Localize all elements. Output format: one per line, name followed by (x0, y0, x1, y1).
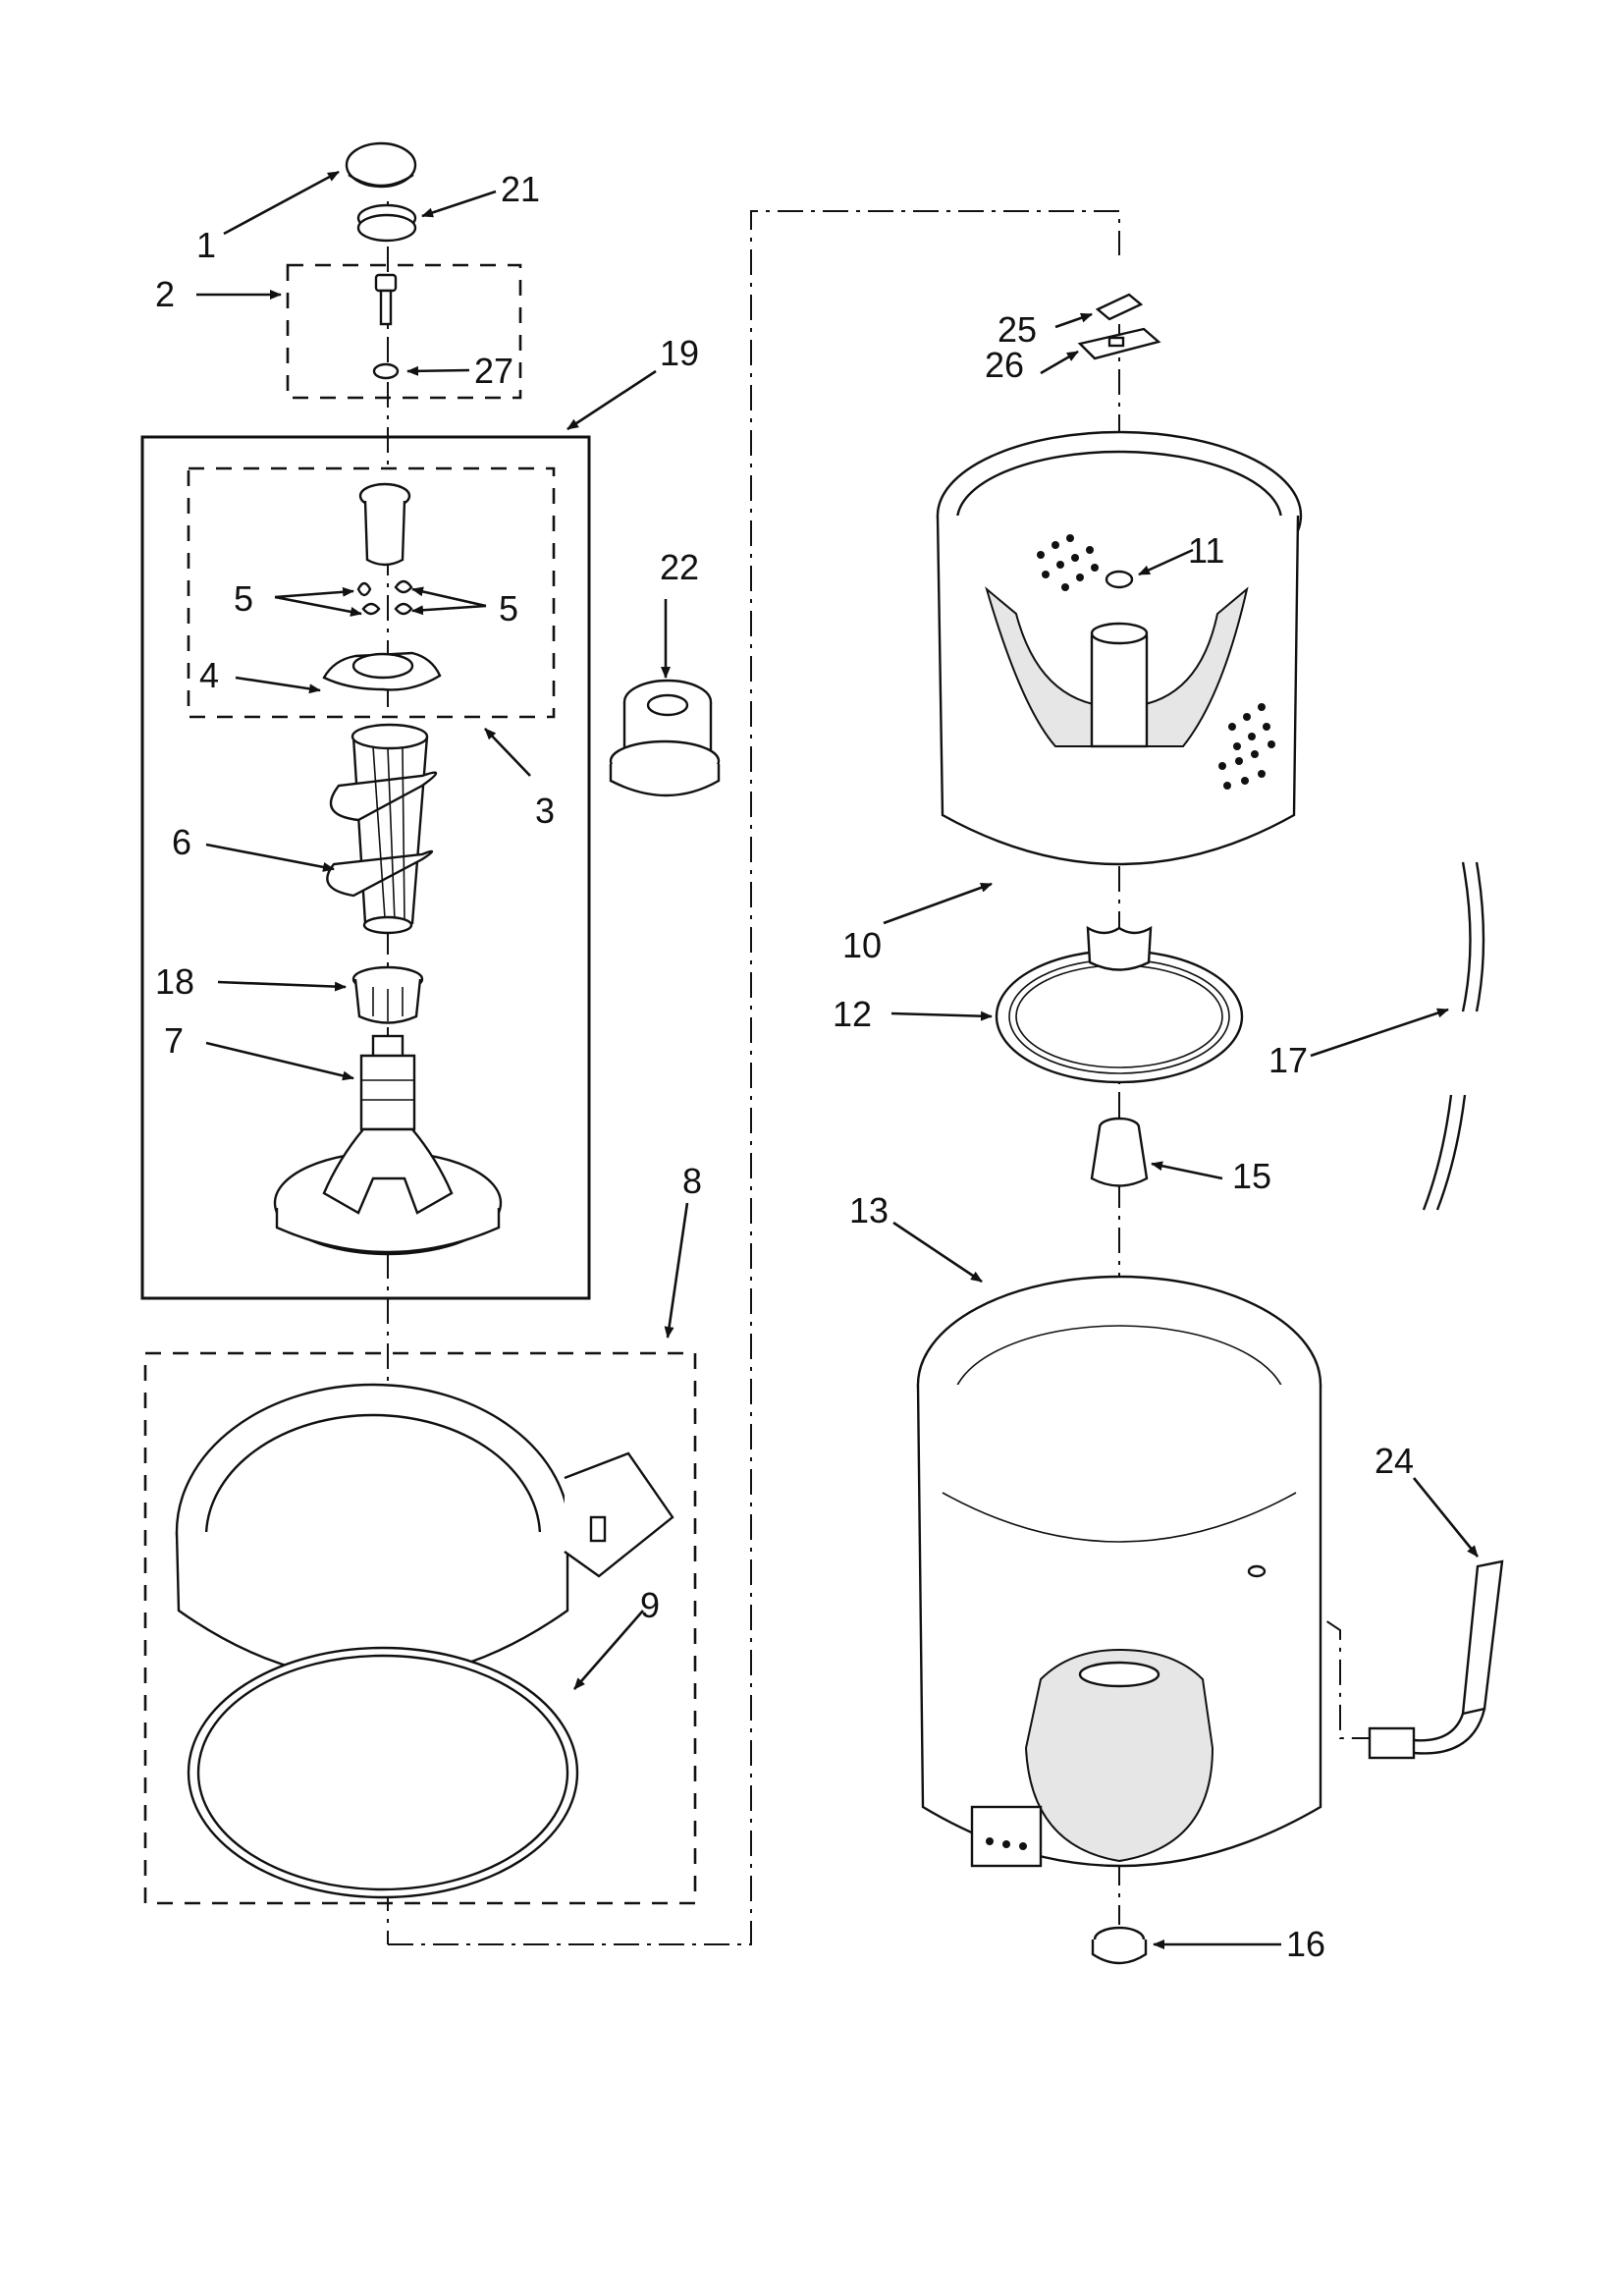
part-outer-tub (916, 1275, 1322, 1868)
part-pressure-hose (1368, 1559, 1504, 1760)
callout-8: 8 (682, 1161, 702, 1201)
part-air-hose (1422, 861, 1485, 1211)
callout-17: 17 (1268, 1040, 1308, 1080)
callout-4: 4 (199, 655, 219, 695)
part-seal-ring (356, 203, 417, 243)
part-tub-ring (175, 1383, 674, 1681)
callout-3: 3 (535, 791, 555, 831)
part-tub-seal (187, 1646, 579, 1899)
callout-12: 12 (833, 994, 872, 1034)
callout-5-right: 5 (499, 588, 518, 629)
callout-26: 26 (985, 345, 1024, 385)
part-bolt (372, 273, 400, 380)
callout-5-left: 5 (234, 578, 253, 619)
part-agitator-cap (345, 141, 417, 189)
part-cam-kit-box (187, 466, 556, 719)
callout-labels: 1 21 2 27 19 5 5 4 3 6 18 7 22 8 9 25 26… (155, 169, 1414, 1964)
part-pulley-seal (609, 679, 721, 797)
callout-7: 7 (164, 1020, 184, 1061)
callout-22: 22 (660, 547, 699, 587)
part-clip (1095, 293, 1144, 321)
callout-18: 18 (155, 961, 194, 1002)
part-agitator-base (273, 1034, 503, 1256)
basket-holes (1037, 534, 1275, 790)
callout-19: 19 (660, 333, 699, 373)
part-dogs (356, 579, 413, 616)
part-bolt-kit-box (286, 263, 522, 400)
callout-11: 11 (1188, 530, 1224, 571)
part-drain-plug (1091, 1926, 1148, 1965)
callout-25: 25 (998, 309, 1037, 350)
callout-2: 2 (155, 274, 175, 314)
part-auger (326, 723, 438, 935)
part-cam-plate (322, 651, 442, 691)
callout-arrows (196, 170, 1480, 1949)
part-drive-bell (1090, 1117, 1149, 1187)
callout-21: 21 (501, 169, 540, 209)
part-agitator-cam (358, 482, 411, 567)
callout-1: 1 (196, 225, 216, 265)
part-agitator-assembly-box (140, 435, 591, 1300)
part-agitator-collar (351, 965, 424, 1024)
callout-13: 13 (849, 1190, 889, 1230)
callout-10: 10 (842, 925, 882, 965)
part-tub-ring-kit-box (143, 1351, 697, 1905)
part-spin-basket (936, 430, 1303, 866)
part-bracket (1077, 327, 1161, 360)
callout-24: 24 (1375, 1441, 1414, 1481)
callout-27: 27 (474, 351, 513, 391)
callout-16: 16 (1286, 1924, 1325, 1964)
part-drive-disc (995, 925, 1244, 1084)
callout-9: 9 (640, 1585, 660, 1625)
callout-15: 15 (1232, 1156, 1271, 1196)
callout-6: 6 (172, 822, 191, 862)
